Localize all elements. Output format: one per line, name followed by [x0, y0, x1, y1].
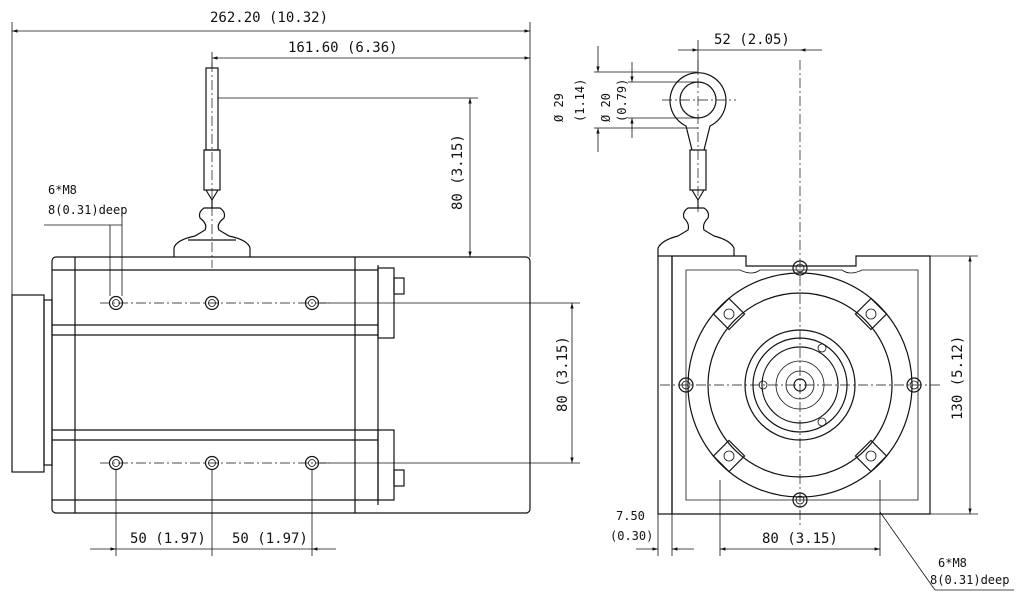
side-flange	[11, 294, 45, 473]
cable-height-dim: 80 (3.15)	[450, 134, 466, 210]
hole-pitch-left-dim: 50 (1.97)	[130, 531, 206, 547]
eyelet-outer-dia-line2: (1.14)	[573, 79, 587, 122]
side-flange-lip	[43, 299, 53, 466]
front-view: 52 (2.05) Ø 29 (1.14) Ø 20 (0.79) 130 (5…	[552, 32, 1014, 591]
front-plate	[671, 255, 931, 515]
overall-length-dim: 262.20 (10.32)	[210, 10, 328, 26]
front-cable-eyelet	[657, 60, 736, 256]
side-thread-note-line2: 8(0.31)deep	[48, 203, 127, 217]
eyelet-offset-dim: 52 (2.05)	[714, 32, 790, 48]
body-height-dim: 130 (5.12)	[950, 336, 966, 420]
eyelet-inner-dia-line2: (0.79)	[615, 79, 629, 122]
side-cable-guide	[173, 62, 251, 268]
hole-spacing-vertical-dim: 80 (3.15)	[555, 336, 571, 412]
front-hole-spacing-dim: 80 (3.15)	[762, 531, 838, 547]
eyelet-inner-dia-line1: Ø 20	[599, 93, 613, 122]
side-thread-note-line1: 6*M8	[48, 183, 77, 197]
front-thread-note-line1: 6*M8	[938, 556, 967, 570]
side-holes-top	[108, 295, 320, 311]
eyelet-outer-dia-line1: Ø 29	[552, 93, 566, 122]
side-body	[51, 256, 531, 514]
side-view: 6*M8 8(0.31)deep 262.20 (10.32) 161.60 (…	[11, 10, 580, 556]
front-thread-note-line2: 8(0.31)deep	[930, 573, 1009, 587]
cable-offset-dim: 161.60 (6.36)	[288, 40, 398, 56]
edge-offset-line2: (0.30)	[610, 529, 653, 543]
edge-offset-line1: 7.50	[616, 509, 645, 523]
hole-pitch-right-dim: 50 (1.97)	[232, 531, 308, 547]
